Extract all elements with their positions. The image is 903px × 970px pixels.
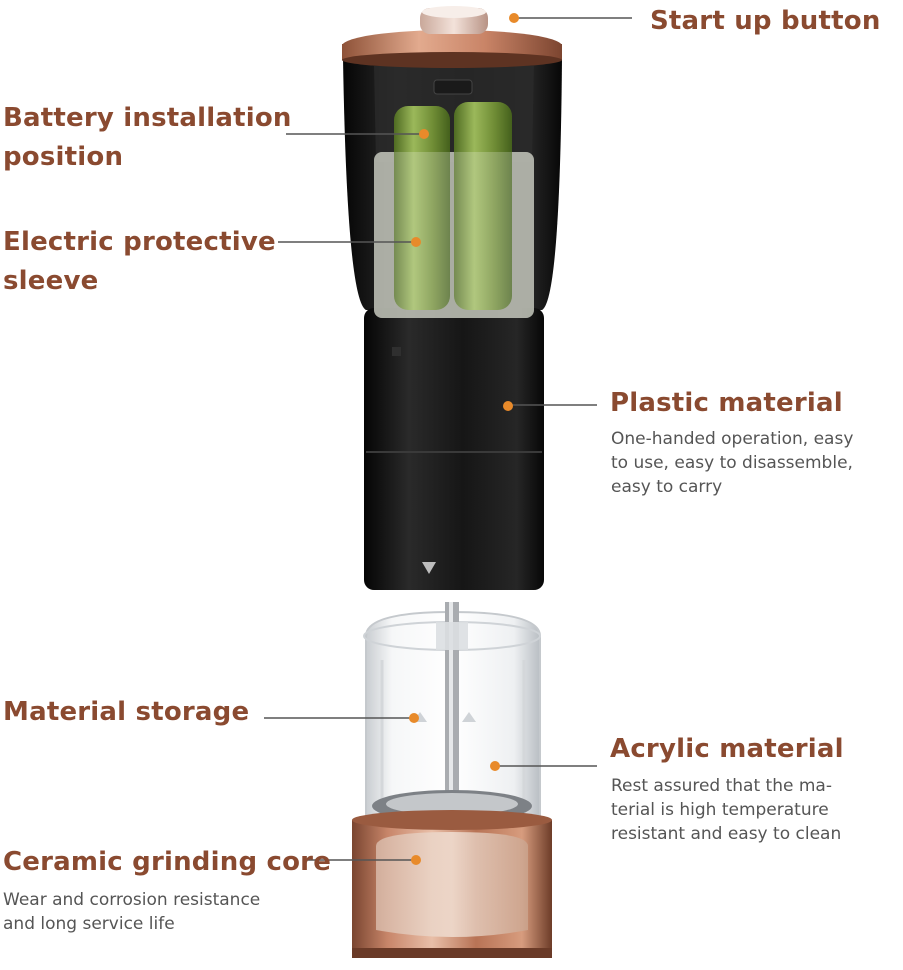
label-battery-installation: Battery installation position [3,99,292,177]
dot-storage [409,713,419,723]
desc-acrylic-line1: Rest assured that the ma- [611,776,832,796]
desc-acrylic-material: Rest assured that the ma- terial is high… [611,774,841,846]
callout-dots [409,13,519,865]
desc-acrylic-line3: resistant and easy to clean [611,824,842,844]
dot-acrylic [490,761,500,771]
lower-body [352,602,552,958]
label-electric-sleeve: Electric protective sleeve [3,223,276,301]
desc-ceramic-line1: Wear and corrosion resistance [3,890,261,910]
dot-battery [419,129,429,139]
desc-plastic-line1: One-handed operation, easy [611,429,854,449]
desc-plastic-material: One-handed operation, easy to use, easy … [611,427,853,499]
desc-ceramic-core: Wear and corrosion resistance and long s… [3,888,260,936]
callout-lines [264,17,632,861]
label-plastic-material: Plastic material [610,388,843,418]
dot-start-button [509,13,519,23]
label-sleeve-line1: Electric protective [3,227,276,257]
label-sleeve-line2: sleeve [3,266,99,296]
desc-plastic-line3: easy to carry [611,477,723,497]
dot-sleeve [411,237,421,247]
dot-ceramic [411,855,421,865]
dot-plastic [503,401,513,411]
desc-plastic-line2: to use, easy to disassemble, [611,453,853,473]
desc-ceramic-line2: and long service life [3,914,175,934]
label-battery-line1: Battery installation [3,103,292,133]
label-battery-line2: position [3,142,124,172]
label-start-up-button: Start up button [650,6,881,36]
label-ceramic-core: Ceramic grinding core [3,847,332,877]
label-material-storage: Material storage [3,697,250,727]
desc-acrylic-line2: terial is high temperature [611,800,829,820]
upper-body [342,6,562,590]
label-acrylic-material: Acrylic material [610,734,844,764]
